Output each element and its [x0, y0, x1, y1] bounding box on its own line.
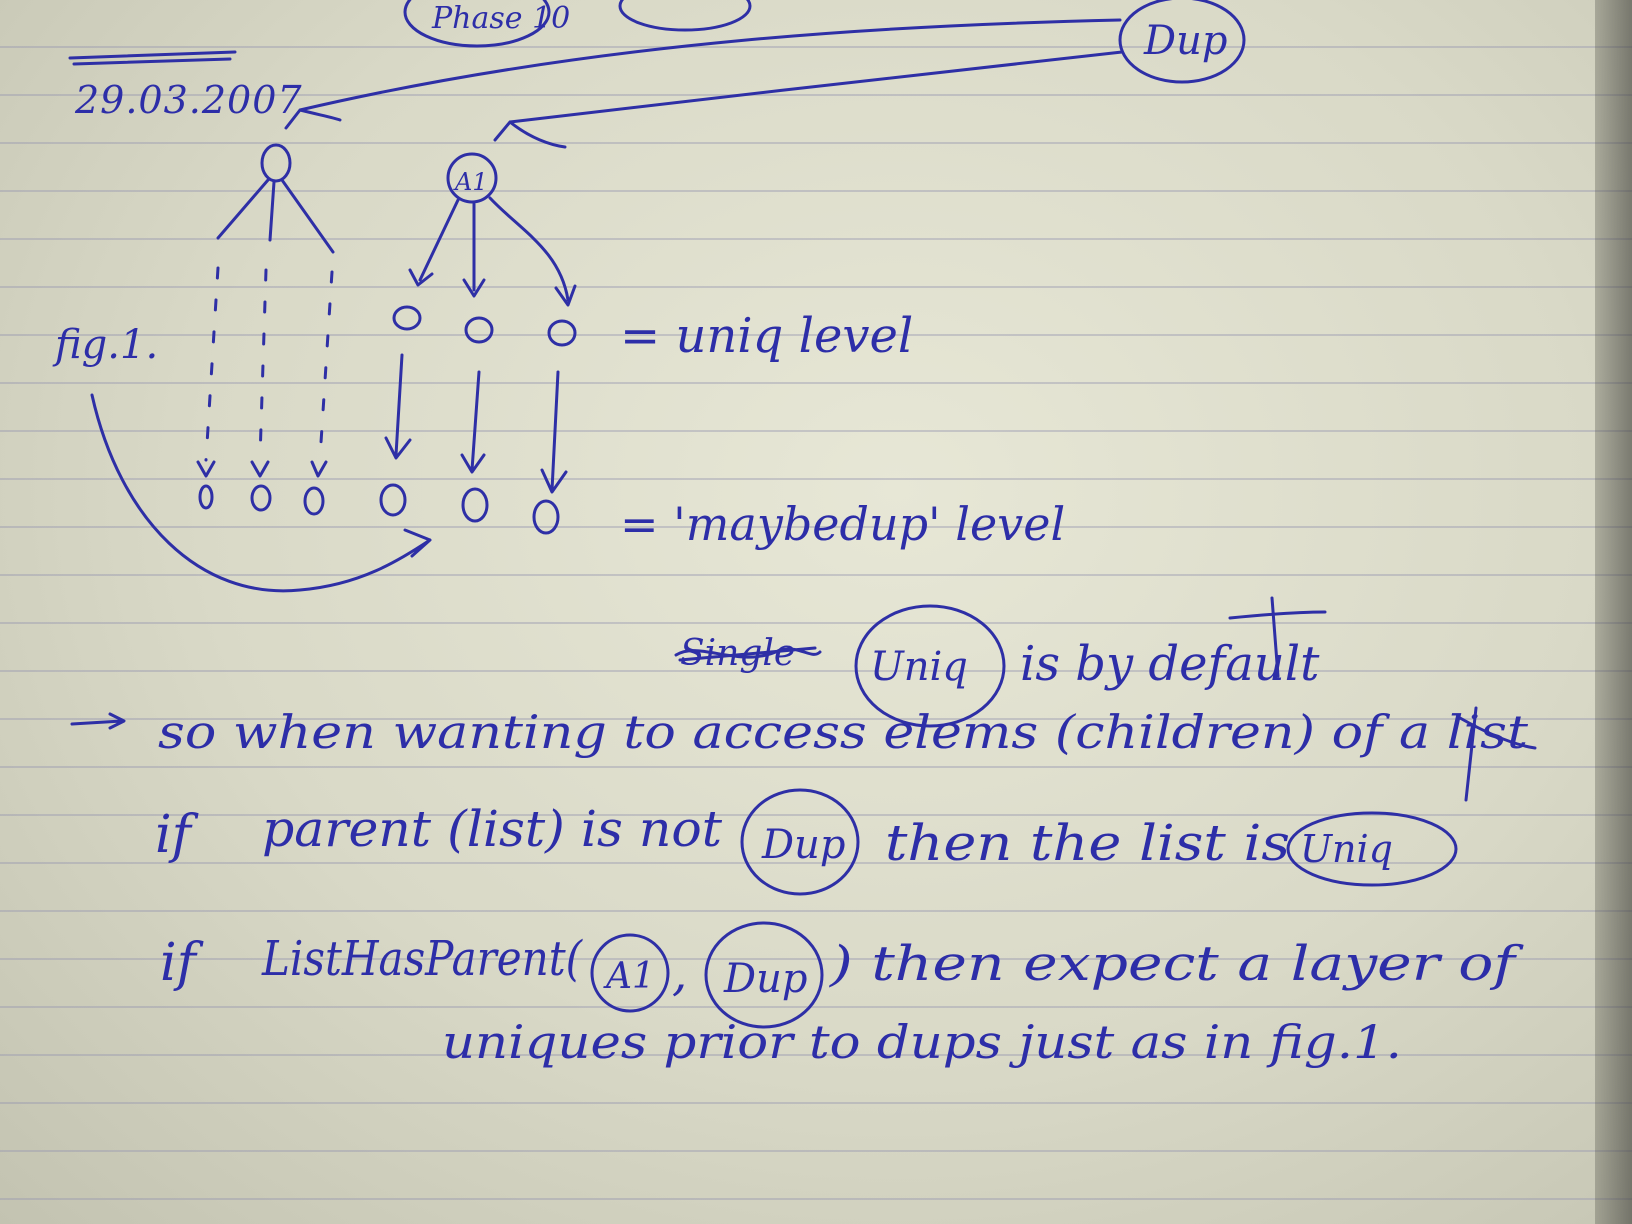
- a1-branches: [408, 196, 577, 307]
- uniq-node-1: [392, 305, 422, 331]
- left-dashed-branch-1: [204, 266, 220, 462]
- dup-bubble-text: Dup: [1143, 18, 1227, 64]
- line2-dup-text: Dup: [761, 822, 845, 868]
- line3-text-a: ListHasParent(: [261, 931, 583, 987]
- line3-dup-circle: [704, 921, 824, 1029]
- uniq-level-label: = uniq level: [620, 308, 913, 364]
- line2-dup-circle: [740, 788, 860, 896]
- line3-a1-text: A1: [603, 956, 655, 997]
- left-root-node: [260, 143, 292, 183]
- line3-a1-circle: [590, 933, 670, 1013]
- line2-text-b: then the list is: [885, 814, 1290, 872]
- line2-if: if: [155, 805, 199, 865]
- connector-dup-to-left-root: [284, 18, 1122, 130]
- maybedup-level-label: = 'maybedup' level: [620, 497, 1065, 551]
- maybedup-node-1: [379, 483, 407, 517]
- uniq-node-2: [464, 316, 494, 344]
- uniq-node-3: [547, 319, 577, 347]
- a1-node: [446, 152, 498, 204]
- line3-dup-text: Dup: [723, 956, 807, 1002]
- line1-text: so when wanting to access elems (childre…: [158, 705, 1529, 759]
- line3-comma: ,: [672, 946, 687, 1002]
- line1-flourish: [1458, 706, 1537, 802]
- left-dashed-branch-2: [258, 268, 268, 460]
- left-dashed-branch-3: [318, 270, 334, 460]
- line2-text-a: parent (list) is not: [262, 800, 723, 858]
- line3-text-b: ) then expect a layer of: [829, 936, 1524, 992]
- line2-uniq-text: Uniq: [1300, 827, 1393, 871]
- line3-if: if: [160, 933, 204, 993]
- fig-label: fig.1.: [52, 322, 158, 368]
- line2-uniq-circle: [1286, 811, 1458, 887]
- uniq-to-maybedup-arrows: [384, 353, 568, 494]
- bullet-arrow: [70, 712, 126, 730]
- left-leaf-node-2: [250, 484, 272, 512]
- default-rest-text: is by default: [1020, 636, 1320, 692]
- date: 29.03.2007: [74, 78, 303, 122]
- left-leaf-node-3: [303, 486, 325, 516]
- left-leaf-node-1: [198, 484, 214, 510]
- dup-bubble: [1118, 0, 1246, 84]
- page-edge-shadow: [1595, 0, 1632, 1224]
- strike-through: [674, 646, 822, 662]
- left-root-branches: [216, 178, 335, 254]
- top-bubble-left-text: Phase 10: [431, 1, 570, 36]
- a1-node-text: A1: [453, 168, 488, 196]
- connector-dup-to-a1: [493, 50, 1124, 149]
- header-underline: [68, 50, 237, 66]
- fig-arrow: [90, 393, 432, 593]
- left-arrowheads: [196, 460, 328, 478]
- line4-text: uniques prior to dups just as in fig.1.: [442, 1015, 1402, 1069]
- maybedup-node-3: [532, 499, 560, 535]
- uniq-circle: [854, 604, 1006, 728]
- uniq-circled-text: Uniq: [870, 644, 968, 690]
- maybedup-node-2: [461, 487, 489, 523]
- top-bubble-left: [403, 0, 551, 48]
- top-bubble-middle: [618, 0, 752, 32]
- default-flourish: [1228, 596, 1327, 678]
